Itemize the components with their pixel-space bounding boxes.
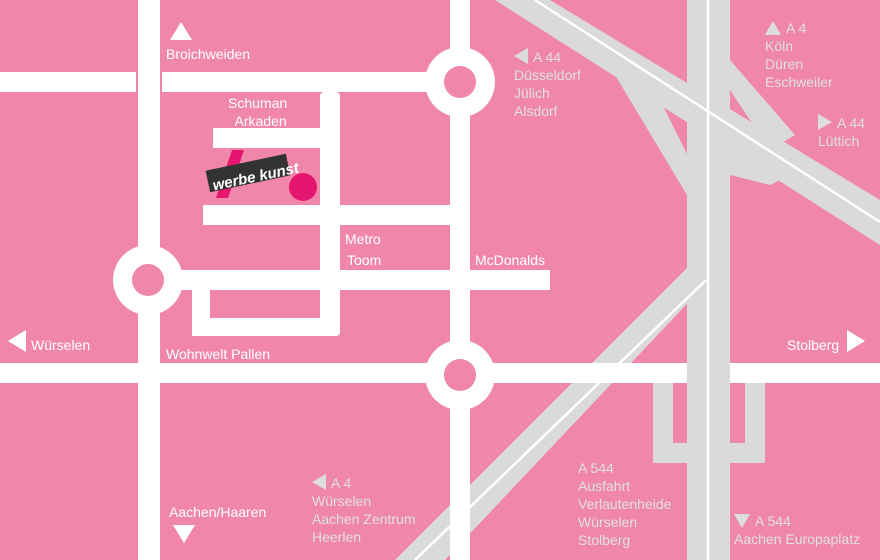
label-text: Arkaden [234,113,287,129]
arrow-right-icon [847,330,866,352]
destination: Heerlen [312,529,362,545]
road-number: A 44 [533,49,562,65]
destination: Alsdorf [514,103,558,119]
label-stolberg: Stolberg [787,330,870,354]
arrow-up-icon [765,21,781,35]
label-text: Schuman [228,95,288,111]
destination: Stolberg [578,532,631,548]
motorway-ramp-se [730,140,800,185]
roundabout-centers [132,66,476,391]
label-text: Broichweiden [166,46,251,62]
arrow-right-icon [818,114,832,130]
destination: Köln [765,38,794,54]
label-toom: Toom [347,252,382,268]
destination: Ausfahrt [578,478,631,494]
arrow-up-icon [170,22,192,40]
destination: Jülich [514,85,550,101]
arrow-down-icon [173,525,195,543]
destination: Aachen Zentrum [312,511,416,527]
werbekunst-logo: werbe kunst [205,150,301,198]
sign-a44-east: A 44 Lüttich [818,114,865,150]
destination: Verlautenheide [578,496,672,512]
destination: Würselen [578,514,638,530]
destination: Lüttich [818,133,860,149]
road-number: A 544 [578,460,614,476]
destination: Würselen [312,493,372,509]
destination: Eschweiler [765,74,833,90]
location-marker [289,173,317,201]
road-number: A 4 [786,20,807,36]
destination: Aachen Europaplatz [734,531,861,547]
road-number: A 544 [755,513,791,529]
label-broichweiden: Broichweiden [166,22,250,63]
label-text: Würselen [31,337,91,353]
label-text: Aachen/Haaren [169,504,267,520]
label-mcdonalds: McDonalds [475,252,546,268]
motorway-ramp-ne [730,60,795,150]
exit-loop [653,383,765,463]
motorway-a544-diagonal [395,255,700,560]
label-wohnwelt: Wohnwelt Pallen [166,346,271,362]
arrow-left-icon [514,48,528,64]
destination: Düsseldorf [514,67,581,83]
motorways [395,0,880,560]
arrow-down-icon [734,514,750,528]
arrow-left-icon [312,474,326,490]
label-metro: Metro [345,231,381,247]
label-text: Stolberg [787,337,840,353]
road-number: A 4 [331,475,352,491]
destination: Düren [765,56,804,72]
road-number: A 44 [837,115,866,131]
label-wuerselen: Würselen [8,330,90,354]
label-aachen-haaren: Aachen/Haaren [169,503,266,545]
motorway-ramp-nw [600,50,700,195]
arrow-left-icon [8,330,26,352]
